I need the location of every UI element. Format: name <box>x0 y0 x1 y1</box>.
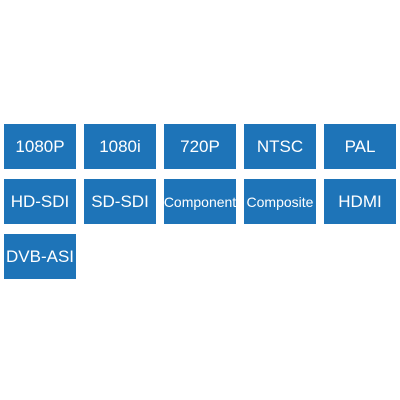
tile-hd-sdi: HD-SDI <box>4 179 76 224</box>
tile-composite: Composite <box>244 179 316 224</box>
tile-pal: PAL <box>324 124 396 169</box>
tile-1080p: 1080P <box>4 124 76 169</box>
tile-720p: 720P <box>164 124 236 169</box>
tile-sd-sdi: SD-SDI <box>84 179 156 224</box>
tile-ntsc: NTSC <box>244 124 316 169</box>
tile-hdmi: HDMI <box>324 179 396 224</box>
tile-1080i: 1080i <box>84 124 156 169</box>
tile-component: Component <box>164 179 236 224</box>
tile-dvb-asi: DVB-ASI <box>4 234 76 279</box>
